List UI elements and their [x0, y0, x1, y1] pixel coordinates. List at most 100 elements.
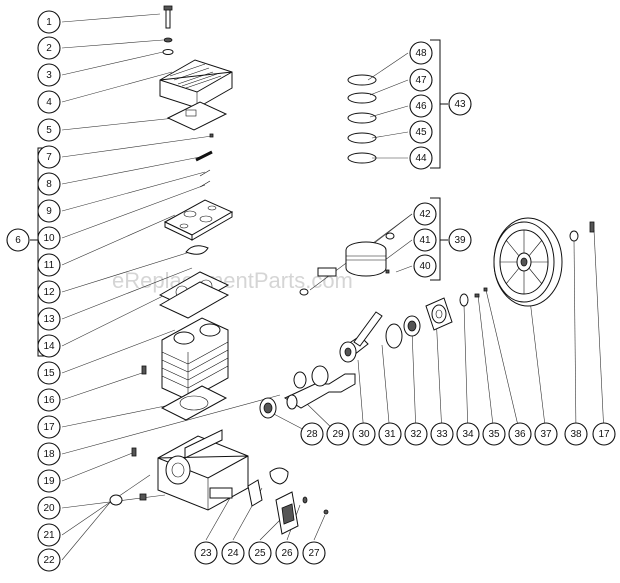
- callout-number: 43: [454, 99, 466, 110]
- callout-8: 8: [37, 172, 61, 196]
- callout-number: 5: [46, 125, 52, 136]
- callout-45: 45: [409, 120, 433, 144]
- part-crankcase-20: [157, 429, 249, 511]
- callout-4: 4: [37, 90, 61, 114]
- callout-23: 23: [194, 541, 218, 565]
- callout-number: 35: [488, 429, 500, 440]
- callout-36: 36: [508, 422, 532, 446]
- callout-6: 6: [6, 228, 30, 252]
- part-bearing-housing-33: [425, 297, 453, 331]
- callout-24: 24: [221, 541, 245, 565]
- callout-33: 33: [430, 422, 454, 446]
- callout-number: 33: [436, 429, 448, 440]
- callout-17: 17: [592, 422, 616, 446]
- callout-44: 44: [409, 146, 433, 170]
- callout-number: 34: [462, 429, 474, 440]
- callout-number: 20: [43, 503, 55, 514]
- watermark: eReplacementParts.com: [112, 268, 353, 293]
- callout-number: 16: [43, 395, 55, 406]
- part-flywheel-37: [493, 217, 563, 307]
- callout-48: 48: [409, 41, 433, 65]
- callout-number: 14: [43, 341, 55, 352]
- callout-number: 12: [43, 287, 55, 298]
- callout-18: 18: [37, 442, 61, 466]
- callout-number: 17: [43, 422, 55, 433]
- callout-43: 43: [448, 92, 472, 116]
- callout-number: 15: [43, 368, 55, 379]
- callout-number: 47: [415, 75, 427, 86]
- callout-number: 25: [254, 548, 266, 559]
- callout-number: 42: [419, 209, 431, 220]
- part-bolt-1: [163, 5, 173, 29]
- callout-32: 32: [404, 422, 428, 446]
- callout-1: 1: [37, 10, 61, 34]
- callout-10: 10: [37, 226, 61, 250]
- callout-35: 35: [482, 422, 506, 446]
- callout-number: 38: [570, 429, 582, 440]
- callout-number: 26: [281, 548, 293, 559]
- callout-number: 4: [46, 97, 52, 108]
- callout-number: 17: [598, 429, 610, 440]
- callout-31: 31: [378, 422, 402, 446]
- callout-number: 6: [15, 235, 21, 246]
- callout-number: 39: [454, 235, 466, 246]
- part-connecting-rod-30: [339, 311, 383, 363]
- callout-27: 27: [302, 541, 326, 565]
- callout-13: 13: [37, 307, 61, 331]
- callout-42: 42: [413, 202, 437, 226]
- part-valve-plate-11: [163, 199, 234, 241]
- callout-number: 48: [415, 48, 427, 59]
- callout-number: 46: [415, 101, 427, 112]
- callout-number: 37: [540, 429, 552, 440]
- callout-26: 26: [275, 541, 299, 565]
- callout-number: 44: [415, 153, 427, 164]
- callout-12: 12: [37, 280, 61, 304]
- callout-22: 22: [37, 548, 61, 572]
- part-piston-rings-43: [347, 74, 377, 164]
- callout-number: 1: [46, 17, 52, 28]
- callout-46: 46: [409, 94, 433, 118]
- callout-2: 2: [37, 36, 61, 60]
- callout-16: 16: [37, 388, 61, 412]
- callout-number: 30: [358, 429, 370, 440]
- callout-30: 30: [352, 422, 376, 446]
- callout-21: 21: [37, 523, 61, 547]
- callout-number: 18: [43, 449, 55, 460]
- callout-number: 13: [43, 314, 55, 325]
- callout-number: 19: [43, 476, 55, 487]
- callout-number: 8: [46, 179, 52, 190]
- callout-34: 34: [456, 422, 480, 446]
- callout-number: 7: [46, 152, 52, 163]
- callout-number: 32: [410, 429, 422, 440]
- callout-9: 9: [37, 199, 61, 223]
- callout-number: 9: [46, 206, 52, 217]
- callout-number: 28: [306, 429, 318, 440]
- callout-number: 45: [415, 127, 427, 138]
- callout-11: 11: [37, 253, 61, 277]
- parts-drawing: [109, 5, 595, 535]
- part-crankshaft-29: [283, 365, 356, 410]
- callout-39: 39: [448, 228, 472, 252]
- part-piston-41: [345, 241, 387, 277]
- callout-number: 40: [419, 261, 431, 272]
- callout-number: 22: [43, 555, 55, 566]
- callout-number: 10: [43, 233, 55, 244]
- callout-20: 20: [37, 496, 61, 520]
- callout-number: 27: [308, 548, 320, 559]
- part-gaskets-13-14: [158, 271, 230, 319]
- callout-number: 21: [43, 530, 55, 541]
- callout-25: 25: [248, 541, 272, 565]
- callout-number: 31: [384, 429, 396, 440]
- callout-15: 15: [37, 361, 61, 385]
- callout-number: 41: [419, 235, 431, 246]
- callout-number: 36: [514, 429, 526, 440]
- callout-38: 38: [564, 422, 588, 446]
- callout-40: 40: [413, 254, 437, 278]
- callout-number: 29: [332, 429, 344, 440]
- part-head-cover-4: [159, 59, 233, 109]
- callout-28: 28: [300, 422, 324, 446]
- brackets: [30, 39, 448, 357]
- callout-19: 19: [37, 469, 61, 493]
